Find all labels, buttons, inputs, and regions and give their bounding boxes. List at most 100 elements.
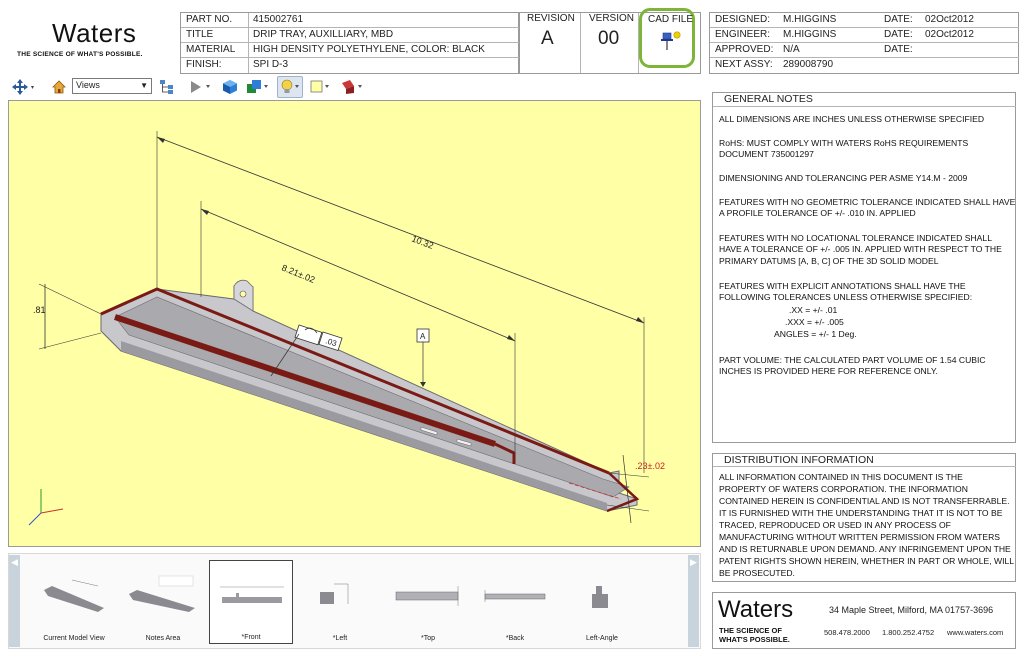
thumbnail-image — [220, 586, 284, 603]
note-4a: FEATURES WITH NO GEOMETRIC TOLERANCE IND… — [719, 197, 1016, 207]
thumbnail-notes-area[interactable]: Notes Area — [121, 560, 205, 644]
phone-1: 508.478.2000 — [824, 628, 870, 637]
dist-line-3: CONTAINED HEREIN IS CONFIDENTIAL AND IS … — [719, 496, 1010, 506]
navigate-tool-button[interactable] — [9, 76, 39, 98]
approved-label: APPROVED: — [715, 44, 774, 55]
dist-line-6: MANUFACTURING WITHOUT WRITTEN PERMISSION… — [719, 532, 1001, 542]
finish-value: SPI D-3 — [253, 59, 289, 70]
next-assy-label: NEXT ASSY: — [715, 59, 773, 70]
pushpin-icon[interactable] — [659, 30, 685, 52]
note-7a: PART VOLUME: THE CALCULATED PART VOLUME … — [719, 355, 986, 365]
thumbnail-back[interactable]: *Back — [473, 560, 557, 644]
thumbnail-label: Current Model View — [43, 635, 105, 642]
title-value: DRIP TRAY, AUXILLIARY, MBD — [253, 29, 394, 40]
render-mode-button[interactable] — [220, 76, 240, 98]
footer-tagline-1: THE SCIENCE OF — [719, 626, 782, 635]
thumbnail-label: *Back — [505, 635, 525, 642]
thumbnail-label: *Top — [420, 635, 435, 642]
distribution-title: DISTRIBUTION INFORMATION — [724, 454, 874, 466]
phone-2: 1.800.252.4752 — [882, 628, 935, 637]
note-2a: RoHS: MUST COMPLY WITH WATERS RoHS REQUI… — [719, 138, 969, 148]
views-dropdown-value: Views — [76, 80, 100, 90]
part-no-label: PART NO. — [186, 14, 233, 25]
cad-file-label: CAD FILE — [648, 14, 694, 25]
material-value: HIGH DENSITY POLYETHYLENE, COLOR: BLACK — [253, 44, 485, 55]
thumbnail-label: *Front — [241, 634, 261, 641]
distribution-panel — [712, 453, 1016, 582]
lighting-button[interactable] — [277, 76, 303, 98]
model-viewport[interactable]: 10.32 8.21±.02 .81 .03 A .23±.02 — [8, 100, 701, 547]
part-visibility-button[interactable] — [245, 76, 271, 98]
axis-triad-icon — [28, 489, 64, 526]
note-5c: PRIMARY DATUMS [A, B, C] OF THE 3D SOLID… — [719, 256, 939, 266]
move-arrows-icon — [12, 79, 34, 95]
thumbnail-label: Notes Area — [145, 635, 181, 642]
cross-section-button[interactable] — [338, 76, 366, 98]
note-2b: DOCUMENT 735001297 — [719, 149, 814, 159]
date-label-3: DATE: — [884, 44, 913, 55]
color-swatch-icon — [310, 80, 329, 93]
lightbulb-icon — [281, 79, 299, 93]
note-6b: FOLLOWING TOLERANCES UNLESS OTHERWISE SP… — [719, 292, 973, 302]
website: www.waters.com — [947, 628, 1004, 637]
note-6a: FEATURES WITH EXPLICIT ANNOTATIONS SHALL… — [719, 281, 966, 291]
address-block — [712, 592, 1016, 649]
drip-tray-model[interactable]: 10.32 8.21±.02 .81 .03 A .23±.02 — [9, 101, 701, 547]
note-1: ALL DIMENSIONS ARE INCHES UNLESS OTHERWI… — [719, 114, 985, 124]
version-label: VERSION — [589, 13, 635, 24]
engineer-value: M.HIGGINS — [783, 29, 837, 40]
designed-label: DESIGNED: — [715, 14, 771, 25]
title-label: TITLE — [186, 29, 214, 40]
footer-logo-wordmark: Waters — [718, 596, 794, 623]
revision-block — [519, 12, 701, 74]
dist-line-4: IT IS FURNISHED WITH THE UNDERSTANDING T… — [719, 508, 1003, 518]
thumbnail-image — [484, 590, 546, 602]
dist-line-5: TRACED, REPRODUCED OR USED IN ANY PROCES… — [719, 520, 951, 530]
dist-line-2: PROPERTY OF WATERS CORPORATION. THE INFO… — [719, 484, 968, 494]
home-view-button[interactable] — [50, 76, 68, 98]
next-assy-value: 289008790 — [783, 59, 834, 70]
thumbnail-current-model-view[interactable]: Current Model View — [32, 560, 116, 644]
dist-line-7: AND IS RETURNABLE UPON DEMAND. ANY INFRI… — [719, 544, 1011, 554]
thumbnail-left-angle[interactable]: Left-Angle — [560, 560, 644, 644]
revision-label: REVISION — [527, 13, 575, 24]
dim-0-23: .23±.02 — [635, 461, 665, 471]
material-label: MATERIAL — [186, 44, 236, 55]
arrow-right-icon: ▶ — [690, 557, 697, 567]
thumbnail-label: Left-Angle — [586, 635, 618, 642]
play-animation-button[interactable] — [188, 76, 214, 98]
general-notes-title: GENERAL NOTES — [724, 93, 813, 105]
designed-value: M.HIGGINS — [783, 14, 837, 25]
part-no-value: 415002761 — [253, 14, 304, 25]
chevron-down-icon: ▼ — [140, 81, 148, 90]
tolerance-xx: .XX = +/- .01 — [789, 305, 838, 315]
thumbnail-scroll-left[interactable]: ◀ — [9, 555, 20, 647]
cad-file-highlight[interactable]: CAD FILE — [639, 8, 695, 68]
thumbnail-top[interactable]: *Top — [386, 560, 470, 644]
background-color-button[interactable] — [308, 76, 334, 98]
dim-0-81: .81 — [33, 305, 46, 315]
note-7b: INCHES IS PROVIDED HERE FOR REFERENCE ON… — [719, 366, 938, 376]
cubes-icon — [247, 80, 268, 93]
revision-value: A — [541, 28, 554, 49]
dim-10-32: 10.32 — [410, 234, 435, 251]
thumbnail-scroll-right[interactable]: ▶ — [688, 555, 699, 647]
note-3: DIMENSIONING AND TOLERANCING PER ASME Y1… — [719, 173, 968, 183]
date-value-1: 02Oct2012 — [925, 14, 974, 25]
thumbnail-front[interactable]: *Front — [209, 560, 293, 644]
date-value-2: 02Oct2012 — [925, 29, 974, 40]
view-thumbnail-strip — [8, 553, 701, 649]
dist-line-8: PATENT RIGHTS SHOWN HEREIN, WHETHER IN P… — [719, 556, 1015, 566]
logo-tagline: THE SCIENCE OF WHAT'S POSSIBLE. — [17, 51, 143, 58]
version-value: 00 — [598, 28, 620, 49]
approved-value: N/A — [783, 44, 800, 55]
thumbnail-label: *Left — [332, 635, 348, 642]
thumbnail-left[interactable]: *Left — [298, 560, 382, 644]
finish-label: FINISH: — [186, 59, 222, 70]
date-label-1: DATE: — [884, 14, 913, 25]
general-notes-panel — [712, 92, 1016, 443]
model-tree-button[interactable] — [157, 76, 177, 98]
views-dropdown[interactable]: Views ▼ — [72, 78, 152, 94]
tree-icon — [160, 80, 173, 94]
dim-8-21: 8.21±.02 — [280, 263, 316, 285]
